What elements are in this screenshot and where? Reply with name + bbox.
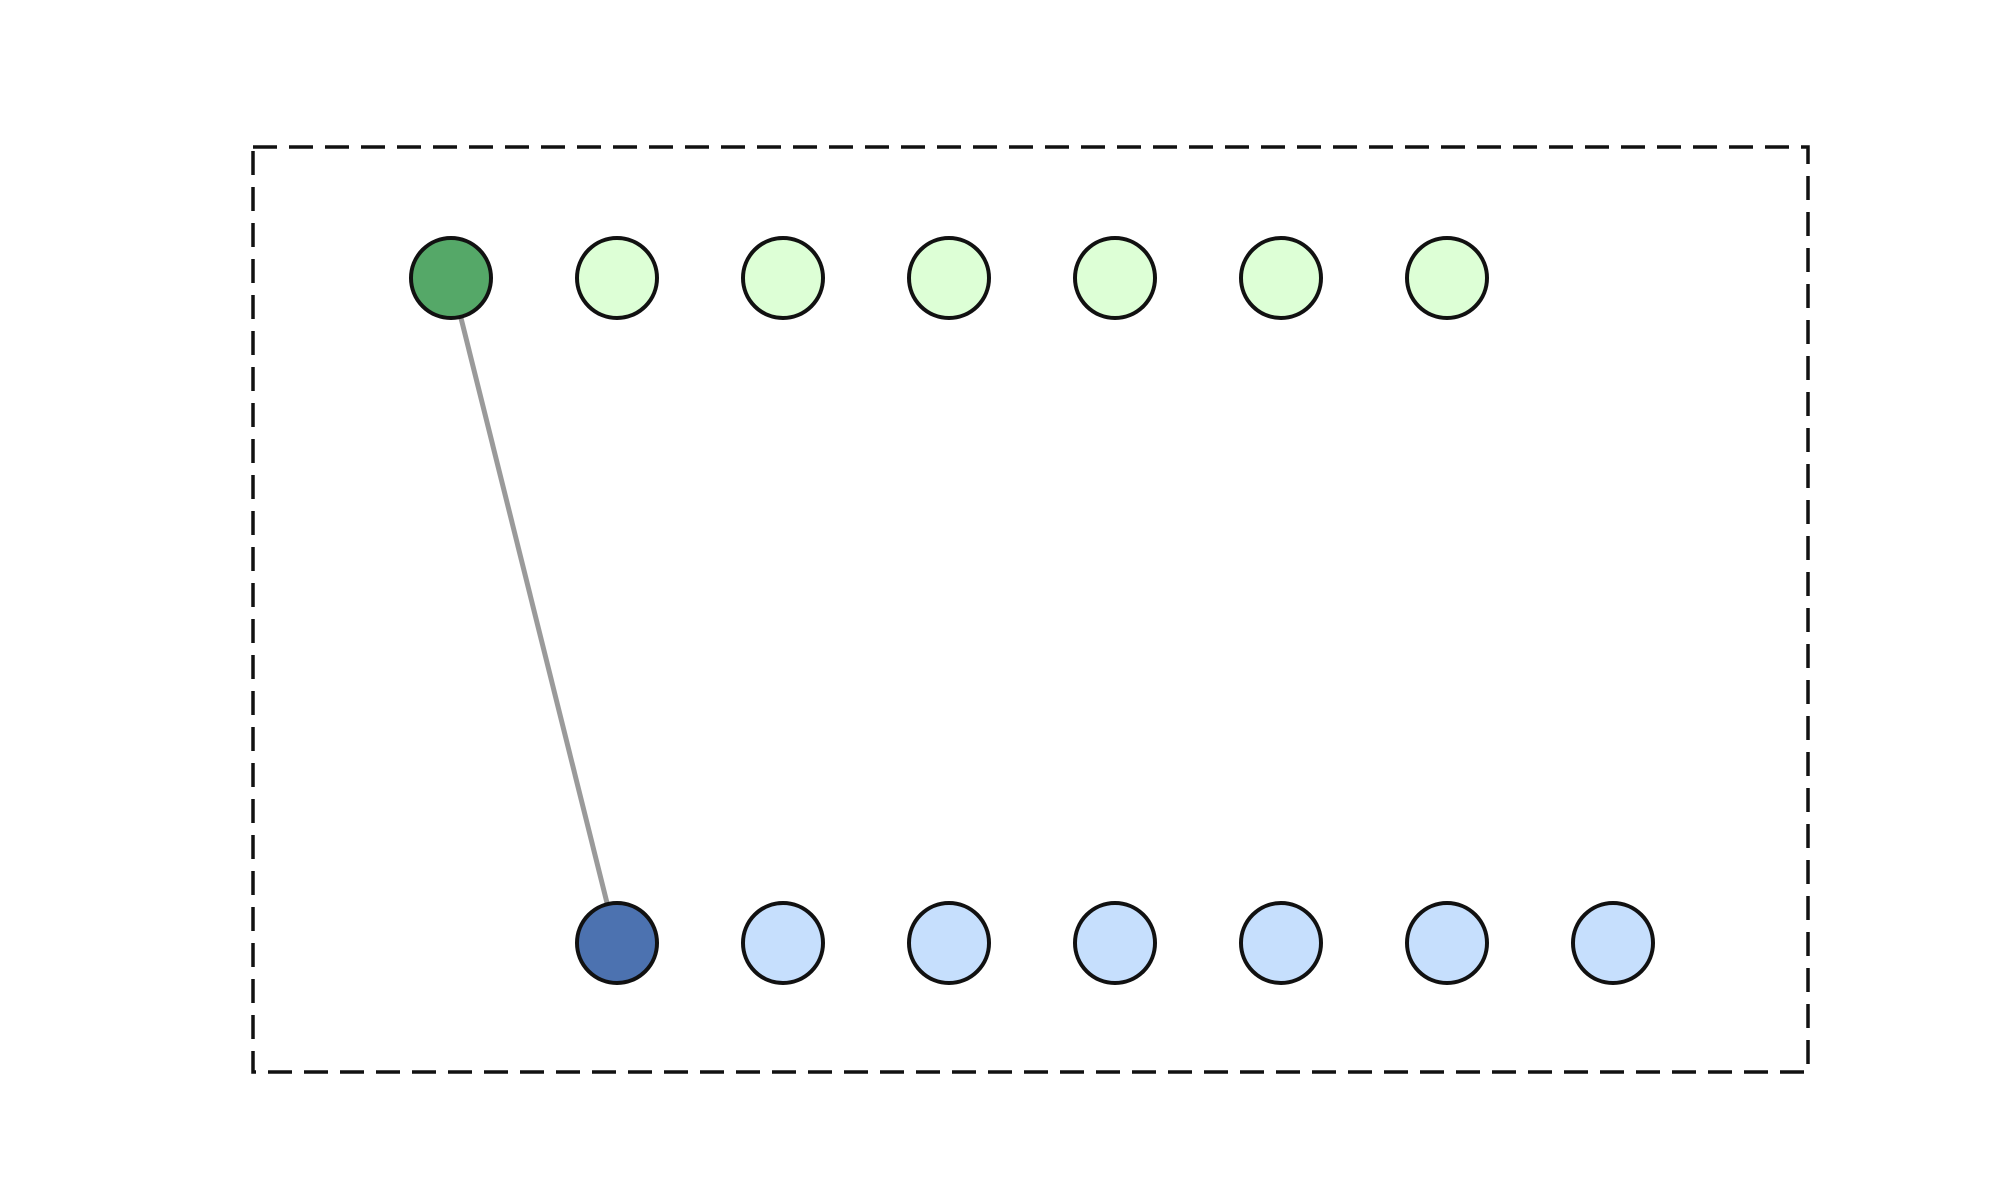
top-node-2 <box>575 236 659 320</box>
top-node-6 <box>1239 236 1323 320</box>
top-node-1-selected <box>409 236 493 320</box>
edge-layer <box>448 277 620 944</box>
bottom-node-2 <box>741 901 825 985</box>
bottom-node-1-selected <box>575 901 659 985</box>
top-node-5 <box>1073 236 1157 320</box>
top-node-3 <box>741 236 825 320</box>
bottom-node-6 <box>1405 901 1489 985</box>
node-layer <box>409 236 1655 985</box>
edge-1 <box>448 277 620 944</box>
bottom-node-5 <box>1239 901 1323 985</box>
bottom-node-3 <box>907 901 991 985</box>
top-node-4 <box>907 236 991 320</box>
top-node-7 <box>1405 236 1489 320</box>
bottom-node-7 <box>1571 901 1655 985</box>
group-boundary <box>251 145 1810 1074</box>
bottom-node-4 <box>1073 901 1157 985</box>
